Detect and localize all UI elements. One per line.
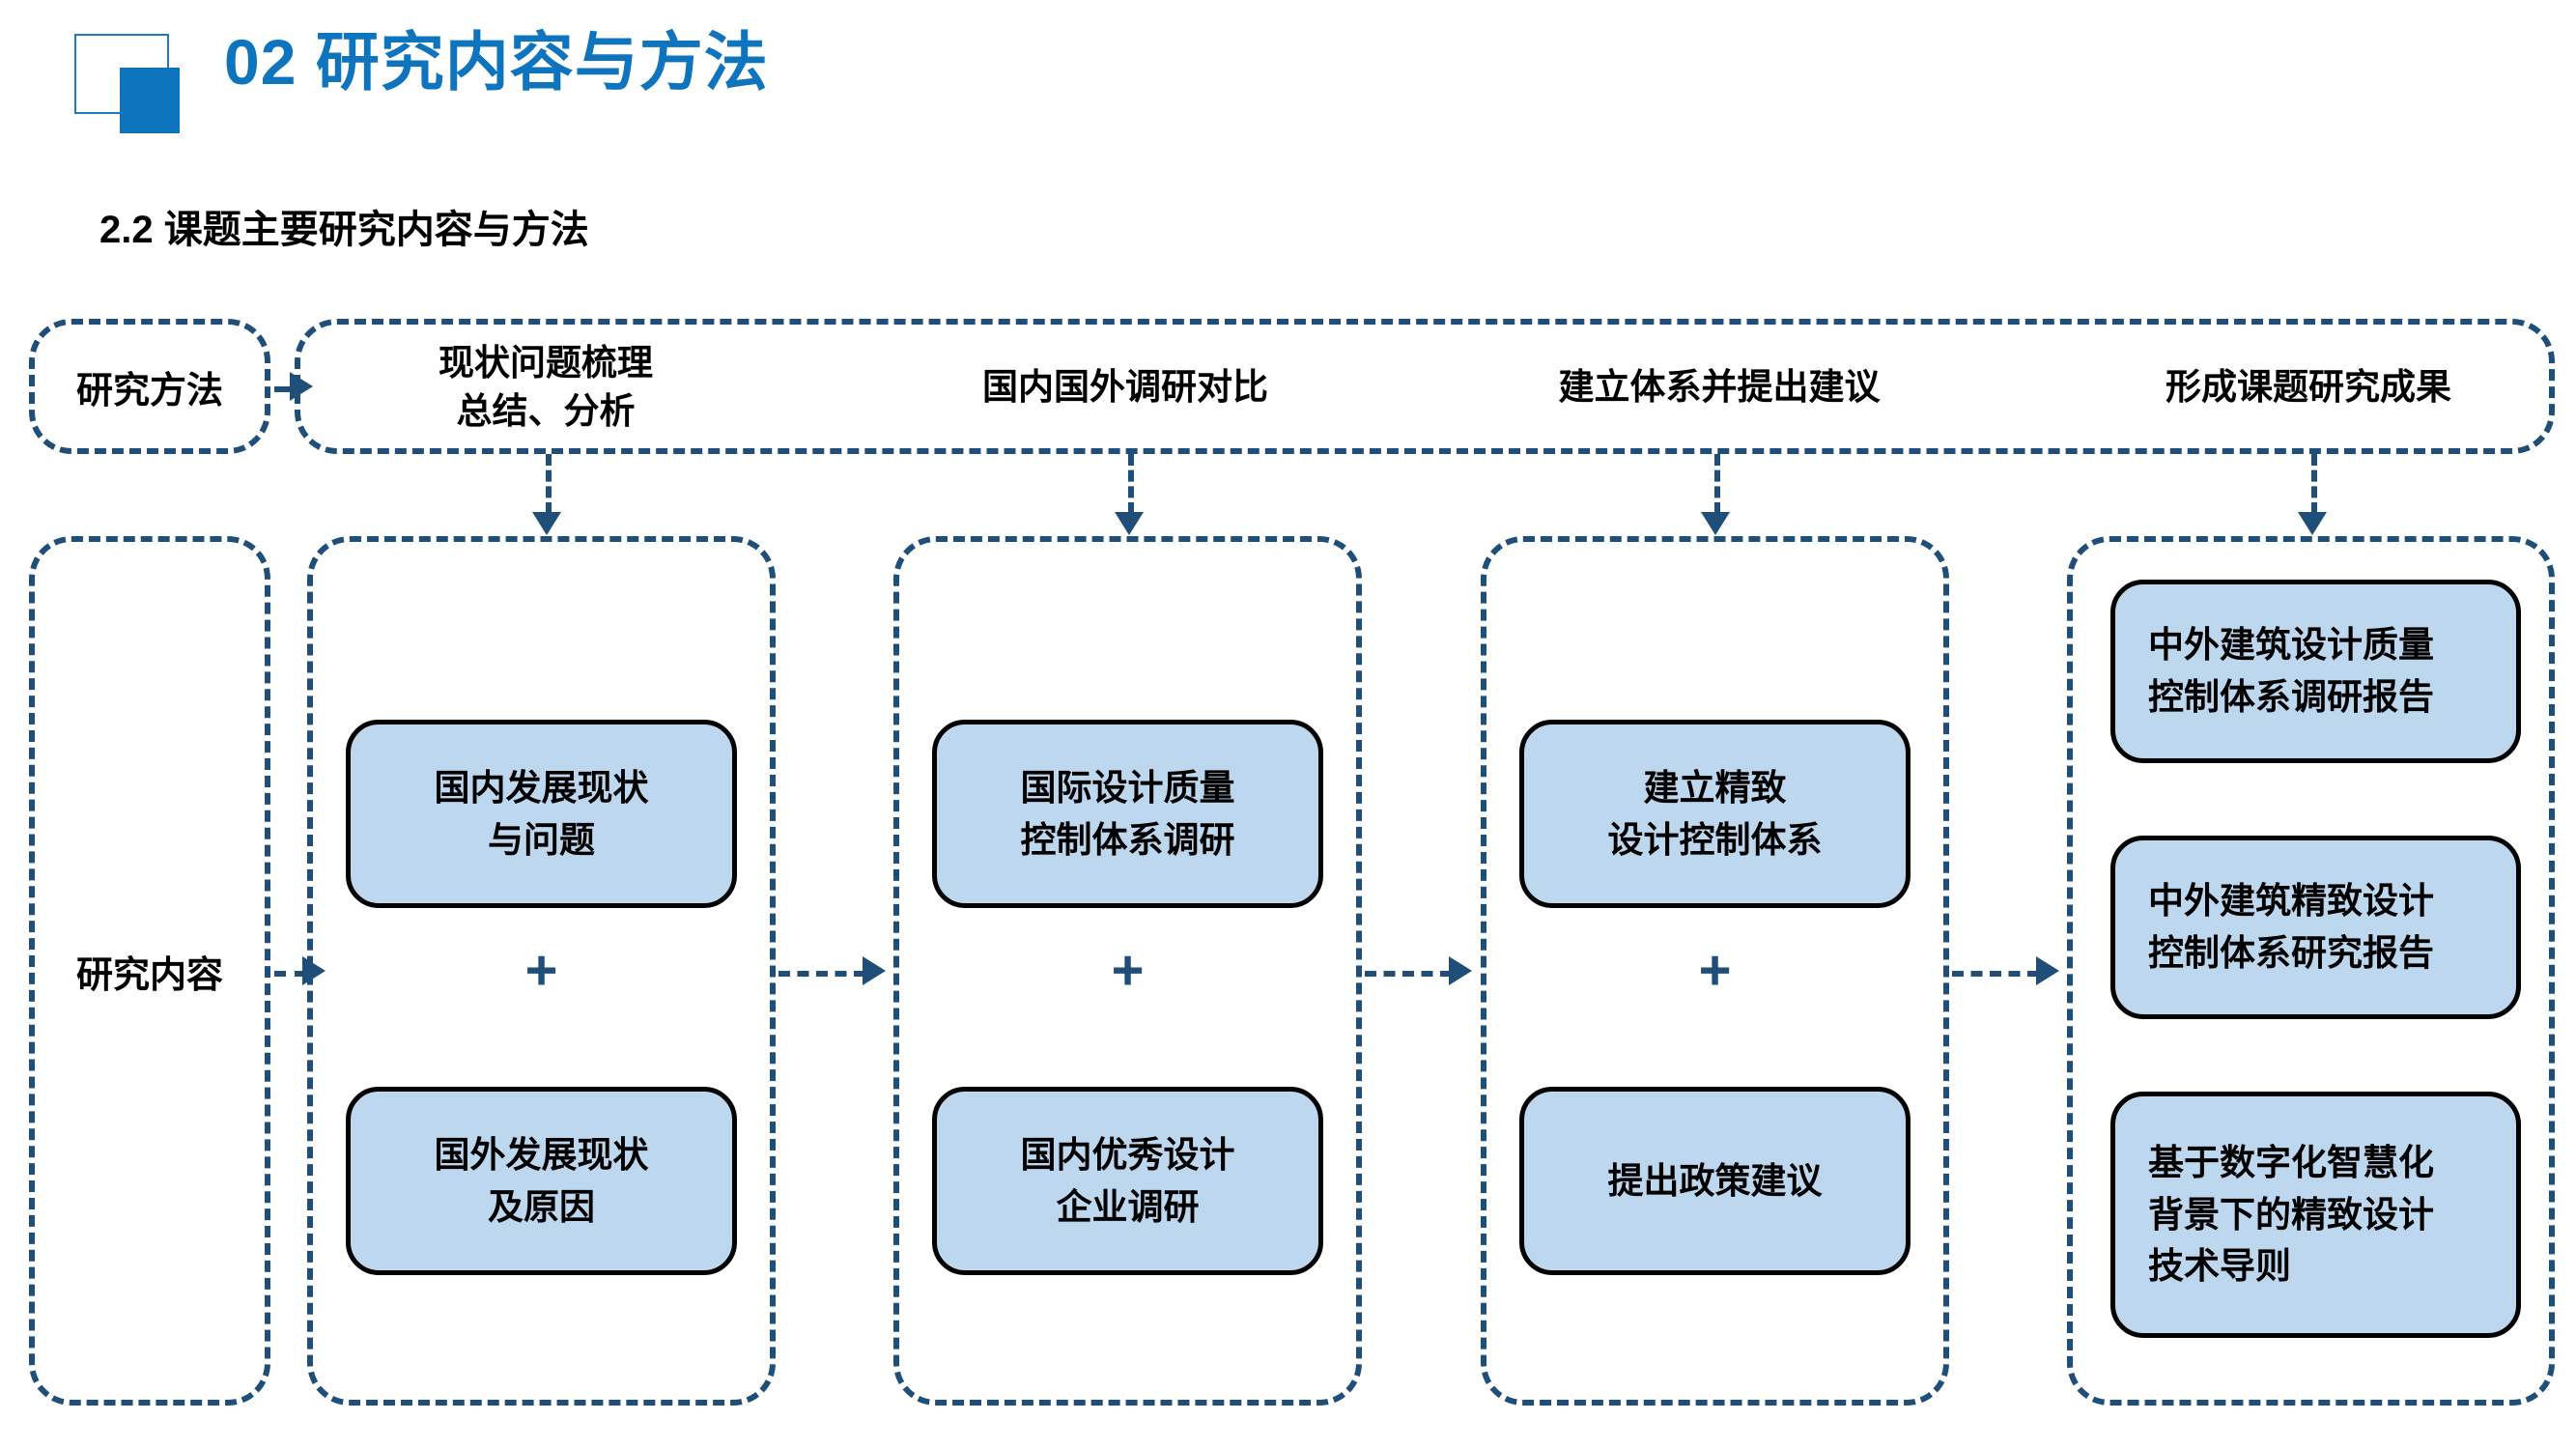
arrow-phase4-down-icon	[2298, 512, 2327, 535]
connector-col1-to-col2	[778, 971, 865, 977]
connector-method-to-phases	[274, 386, 294, 392]
card-col2-1-line-1: 国际设计质量	[1020, 767, 1235, 808]
phase-1-line-2: 总结、分析	[456, 391, 636, 431]
phase-label-3: 建立体系并提出建议	[1507, 325, 1932, 450]
connector-phase3-down	[1714, 454, 1720, 514]
card-col1-2-line-1: 国外发展现状	[434, 1134, 649, 1175]
connector-col3-to-col4	[1952, 971, 2039, 977]
connector-col2-to-col3	[1365, 971, 1452, 977]
phase-4-line-1: 形成课题研究成果	[2166, 367, 2451, 408]
card-col4-3-line-3: 技术导则	[2148, 1246, 2291, 1287]
card-col2-1[interactable]: 国际设计质量 控制体系调研	[932, 720, 1323, 908]
card-col2-2-line-1: 国内优秀设计	[1020, 1134, 1235, 1175]
phase-1-line-1: 现状问题梳理	[439, 343, 653, 384]
section-subtitle: 2.2 课题主要研究内容与方法	[99, 209, 589, 251]
research-method-container	[29, 319, 270, 454]
card-col4-1[interactable]: 中外建筑设计质量 控制体系调研报告	[2110, 580, 2521, 763]
card-col2-1-line-2: 控制体系调研	[1020, 819, 1235, 860]
phase-row-container	[295, 319, 2555, 454]
research-method-label: 研究方法	[75, 370, 223, 412]
phase-3-line-1: 建立体系并提出建议	[1558, 367, 1881, 408]
header-square-solid-icon	[120, 68, 180, 133]
arrow-phase3-down-icon	[1701, 512, 1730, 535]
card-col4-1-line-1: 中外建筑设计质量	[2148, 625, 2434, 666]
phase-label-4: 形成课题研究成果	[2101, 325, 2516, 450]
card-col4-2-line-2: 控制体系研究报告	[2148, 933, 2434, 973]
research-content-container	[29, 536, 270, 1406]
connector-content-to-col1	[274, 971, 306, 977]
plus-col2: +	[1111, 939, 1145, 1002]
column-3-container	[1481, 536, 1949, 1406]
card-col1-1[interactable]: 国内发展现状 与问题	[346, 720, 737, 908]
arrow-content-to-col1-icon	[302, 956, 326, 985]
plus-col1: +	[524, 939, 558, 1002]
card-col4-3-line-2: 背景下的精致设计	[2148, 1194, 2434, 1235]
slide-header: 02 研究内容与方法	[0, 0, 2576, 155]
arrow-method-to-phases-icon	[290, 372, 313, 401]
connector-phase1-down	[546, 454, 552, 514]
card-col1-2-line-2: 及原因	[488, 1186, 595, 1227]
arrow-col2-to-col3-icon	[1449, 956, 1472, 985]
phase-label-2: 国内国外调研对比	[932, 325, 1318, 450]
card-col1-1-line-2: 与问题	[488, 819, 595, 860]
research-content-label: 研究内容	[75, 954, 223, 996]
arrow-col1-to-col2-icon	[863, 956, 886, 985]
card-col3-1[interactable]: 建立精致 设计控制体系	[1519, 720, 1911, 908]
arrow-phase2-down-icon	[1115, 512, 1144, 535]
card-col4-1-line-2: 控制体系调研报告	[2148, 677, 2434, 717]
connector-phase2-down	[1128, 454, 1134, 514]
card-col1-2[interactable]: 国外发展现状 及原因	[346, 1087, 737, 1275]
card-col3-2-line-1: 提出政策建议	[1607, 1160, 1823, 1201]
card-col1-1-line-1: 国内发展现状	[434, 767, 649, 808]
card-col3-2[interactable]: 提出政策建议	[1519, 1087, 1911, 1275]
phase-2-line-1: 国内国外调研对比	[982, 367, 1268, 408]
arrow-phase1-down-icon	[532, 512, 561, 535]
card-col4-2[interactable]: 中外建筑精致设计 控制体系研究报告	[2110, 836, 2521, 1019]
plus-col3: +	[1698, 939, 1732, 1002]
card-col4-2-line-1: 中外建筑精致设计	[2148, 881, 2434, 922]
arrow-col3-to-col4-icon	[2036, 956, 2059, 985]
card-col3-1-line-2: 设计控制体系	[1607, 819, 1823, 860]
connector-phase4-down	[2311, 454, 2317, 514]
column-2-container	[893, 536, 1362, 1406]
phase-label-1: 现状问题梳理 总结、分析	[357, 325, 734, 450]
card-col3-1-line-1: 建立精致	[1643, 767, 1787, 808]
card-col4-3-line-1: 基于数字化智慧化	[2148, 1143, 2434, 1183]
column-1-container	[307, 536, 776, 1406]
card-col2-2-line-2: 企业调研	[1056, 1186, 1200, 1227]
column-4-container	[2067, 536, 2555, 1406]
card-col4-3[interactable]: 基于数字化智慧化 背景下的精致设计 技术导则	[2110, 1092, 2521, 1338]
card-col2-2[interactable]: 国内优秀设计 企业调研	[932, 1087, 1323, 1275]
page-title: 02 研究内容与方法	[224, 26, 769, 98]
